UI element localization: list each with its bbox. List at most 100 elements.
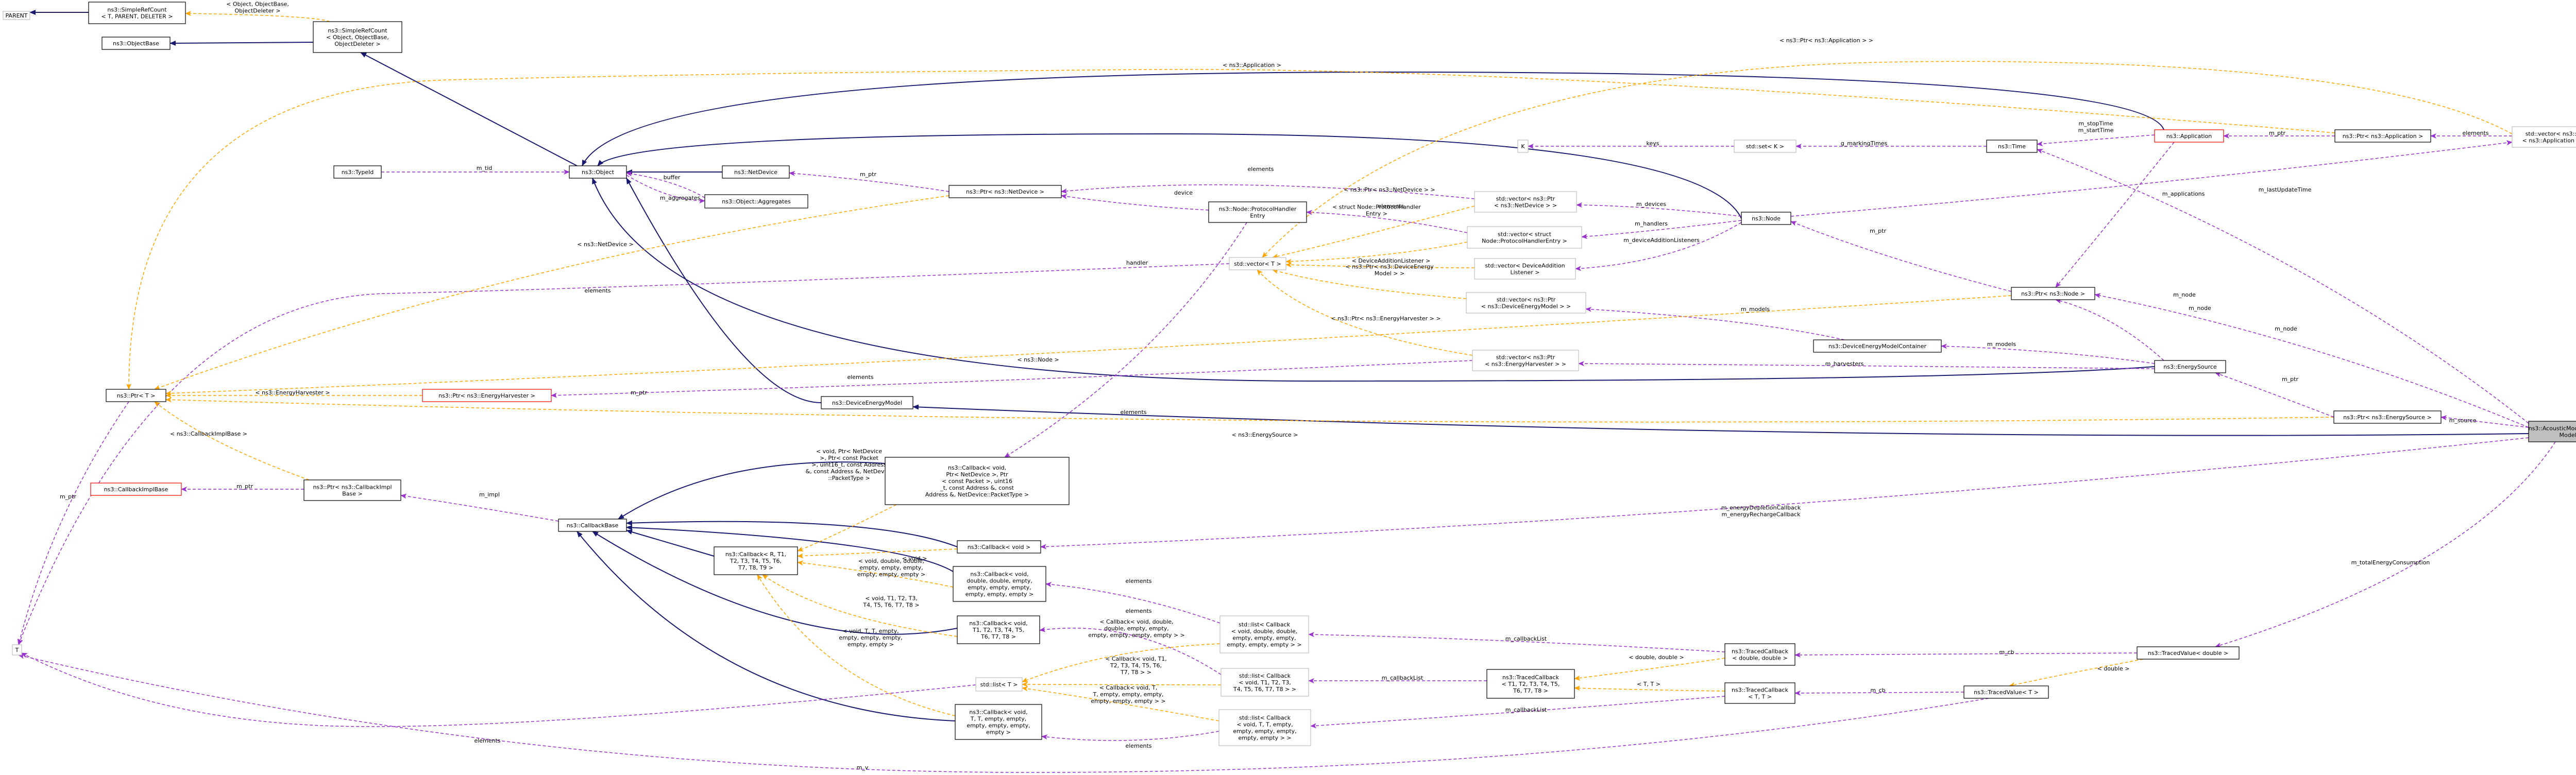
edge-label-line: m_ptr	[631, 389, 648, 396]
class-node-callbackbase[interactable]: ns3::CallbackBase	[558, 519, 627, 532]
class-node-callbackimplbase[interactable]: ns3::CallbackImplBase	[90, 483, 182, 496]
class-node-list-callback-tt[interactable]: std::list< Callback< void, T, T, empty,e…	[1218, 709, 1311, 746]
edge-label-line: T2, T3, T4, T5, T6,	[1110, 662, 1162, 669]
edge-label-elements-listbottom: elements	[474, 737, 500, 744]
class-node-box	[821, 396, 913, 409]
usage-edge-vector_ptr_netdevice-to-ptr_netdevice	[1061, 184, 1475, 199]
class-node-label: empty >	[986, 729, 1011, 736]
class-node-k[interactable]: K	[1517, 140, 1529, 153]
class-node-label: ns3::Ptr< T >	[117, 392, 156, 399]
usage-edge-tracedcallback_double-to-list_callback_double	[1308, 632, 1725, 652]
class-node-label: std::vector< struct	[1498, 231, 1552, 238]
edge-label-aggregates: m_aggregates	[660, 195, 701, 201]
usage-edge-ptr_energysource-to-energysource	[2215, 372, 2334, 418]
class-node-box	[704, 194, 808, 209]
class-node-label: ns3::Ptr< ns3::CallbackImpl	[313, 484, 392, 491]
class-node-acousticmodemenergymodel[interactable]: ns3::AcousticModemEnergyModel	[2528, 421, 2576, 442]
class-node-label: Listener >	[1511, 269, 1540, 276]
class-node-label: ns3::CallbackImplBase	[104, 486, 168, 493]
class-node-vector-ptr-deviceenergymodel[interactable]: std::vector< ns3::Ptr< ns3::DeviceEnergy…	[1466, 292, 1586, 314]
class-node-callback-double[interactable]: ns3::Callback< void,double, double, empt…	[953, 566, 1046, 602]
class-node-t[interactable]: T	[12, 644, 22, 656]
class-node-application[interactable]: ns3::Application	[2154, 129, 2224, 143]
class-node-callback-protocolhandler[interactable]: ns3::Callback< void,Ptr< NetDevice >, Pt…	[885, 457, 1070, 505]
class-node-vector-ptr-netdevice[interactable]: std::vector< ns3::Ptr< ns3::NetDevice > …	[1474, 191, 1577, 213]
class-node-vector-ptr-application[interactable]: std::vector< ns3::Ptr< ns3::Application …	[2512, 126, 2576, 148]
class-node-deviceenergymodel[interactable]: ns3::DeviceEnergyModel	[821, 396, 913, 409]
class-node-callback-tt[interactable]: ns3::Callback< void,T, T, empty, empty,e…	[955, 704, 1042, 740]
class-node-label: ns3::Node	[1752, 215, 1781, 222]
class-node-vector-t[interactable]: std::vector< T >	[1229, 257, 1286, 270]
class-node-node[interactable]: ns3::Node	[1741, 212, 1791, 225]
class-node-label: ns3::Object::Aggregates	[722, 198, 791, 205]
class-node-aggregates[interactable]: ns3::Object::Aggregates	[704, 194, 808, 209]
usage-edge-tracedvalue_t-to-tracedcallback_tt	[1794, 690, 1964, 696]
usage-edge-acousticmodemenergymodel-to-tracedvalue_double	[2215, 441, 2556, 648]
edge-label-line: < ns3::EnergyHarvester >	[255, 389, 330, 396]
class-node-tracedcallback-double[interactable]: ns3::TracedCallback< double, double >	[1724, 643, 1795, 666]
class-node-tracedcallback-tt[interactable]: ns3::TracedCallback< T, T >	[1724, 682, 1795, 704]
class-node-parent[interactable]: PARENT	[3, 11, 30, 20]
class-node-box	[333, 165, 382, 179]
class-node-label: std::vector< DeviceAddition	[1485, 263, 1565, 269]
class-node-ptr-callbackimplbase[interactable]: ns3::Ptr< ns3::CallbackImplBase >	[303, 479, 401, 501]
class-node-ptr-energysource[interactable]: ns3::Ptr< ns3::EnergySource >	[2333, 410, 2442, 424]
class-node-label: empty, empty, empty > >	[1227, 642, 1301, 648]
class-node-time[interactable]: ns3::Time	[1986, 140, 2038, 153]
class-node-box	[2334, 129, 2431, 143]
class-node-label: ns3::Time	[1998, 143, 2026, 150]
edge-label-struct-phe: < struct Node::ProtocolHandlerEntry >	[1332, 204, 1421, 217]
edges-layer	[17, 10, 2556, 773]
class-node-list-t[interactable]: std::list< T >	[975, 677, 1023, 692]
class-node-tracedvalue-double[interactable]: ns3::TracedValue< double >	[2137, 646, 2240, 660]
class-node-label: < void, double, double,	[1231, 628, 1297, 635]
class-node-tracedvalue-t[interactable]: ns3::TracedValue< T >	[1963, 685, 2049, 699]
class-node-netdevice[interactable]: ns3::NetDevice	[722, 165, 790, 179]
class-node-label: < double, double >	[1732, 655, 1787, 662]
class-node-label: ns3::Callback< void,	[948, 464, 1006, 471]
edge-label-m-v: m_v	[857, 764, 869, 771]
class-node-list-callback-t1t8[interactable]: std::list< Callback< void, T1, T2, T3,T4…	[1221, 668, 1309, 697]
class-node-ptr-t[interactable]: ns3::Ptr< T >	[106, 389, 166, 402]
class-node-tracedcallback-tpl[interactable]: ns3::TracedCallback< T1, T2, T3, T4, T5,…	[1486, 669, 1575, 699]
usage-edge-tracedcallback_tt-to-list_callback_tt	[1310, 696, 1725, 729]
class-node-deviceenergymodelcontainer[interactable]: ns3::DeviceEnergyModelContainer	[1813, 339, 1942, 353]
class-node-typeid[interactable]: ns3::TypeId	[333, 165, 382, 179]
class-node-label: T6, T7, T8 >	[1513, 687, 1548, 694]
class-node-list-callback-double[interactable]: std::list< Callback< void, double, doubl…	[1219, 615, 1309, 653]
class-node-box	[2011, 287, 2095, 300]
class-node-set-k[interactable]: std::set< K >	[1734, 140, 1797, 153]
class-node-vector-deviceadditionlistener[interactable]: std::vector< DeviceAdditionListener >	[1474, 258, 1576, 280]
class-node-protocolhandlerentry[interactable]: ns3::Node::ProtocolHandlerEntry	[1208, 201, 1307, 223]
class-node-objectbase[interactable]: ns3::ObjectBase	[101, 37, 171, 50]
edge-label-line: < Object, ObjectBase,	[226, 1, 289, 8]
class-node-ptr-application[interactable]: ns3::Ptr< ns3::Application >	[2334, 129, 2431, 143]
class-node-label: ns3::Ptr< ns3::Node >	[2021, 290, 2085, 297]
edge-label-line: m_devices	[1636, 201, 1666, 208]
usage-edge-list_callback_t1t8-to-callback_t1t8	[1039, 627, 1222, 675]
edge-label-source: m_source	[2449, 417, 2477, 424]
class-node-vector-protocolhandlerentry[interactable]: std::vector< structNode::ProtocolHandler…	[1467, 226, 1582, 249]
template-edge-simplerefcount_obj-to-simplerefcount_t	[185, 11, 330, 22]
class-node-callback-void[interactable]: ns3::Callback< void >	[957, 540, 1041, 554]
class-node-callback-t1t8[interactable]: ns3::Callback< void,T1, T2, T3, T4, T5,T…	[957, 615, 1040, 644]
class-node-ptr-node[interactable]: ns3::Ptr< ns3::Node >	[2011, 287, 2095, 300]
edge-label-line: m_energyRechargeCallback	[1722, 511, 1801, 518]
inheritance-edge-callback_double-to-callbackbase	[626, 525, 954, 572]
class-node-box	[1741, 212, 1791, 225]
class-node-object[interactable]: ns3::Object	[569, 165, 627, 179]
template-edge-tracedcallback_double-to-tracedcallback_tpl	[1574, 658, 1725, 681]
class-node-callback-tpl[interactable]: ns3::Callback< R, T1,T2, T3, T4, T5, T6,…	[714, 546, 798, 575]
class-node-energysource[interactable]: ns3::EnergySource	[2154, 360, 2226, 373]
class-node-ptr-netdevice[interactable]: ns3::Ptr< ns3::NetDevice >	[948, 185, 1062, 198]
template-edge-tracedvalue_double-to-tracedvalue_t	[2009, 659, 2144, 687]
class-node-vector-ptr-energyharvester[interactable]: std::vector< ns3::Ptr< ns3::EnergyHarves…	[1472, 350, 1579, 371]
edge-label-callbacklist2: m_callbackList	[1382, 675, 1423, 681]
template-edge-callback_t1t8-to-callback_tpl	[762, 574, 958, 637]
class-node-simplerefcount-obj[interactable]: ns3::SimpleRefCount< Object, ObjectBase,…	[313, 21, 402, 53]
class-node-simplerefcount-t[interactable]: ns3::SimpleRefCount< T, PARENT, DELETER …	[88, 2, 186, 24]
edge-label-line: g_markingTimes	[1841, 140, 1888, 147]
class-node-box	[101, 37, 171, 50]
class-node-ptr-energyharvester[interactable]: ns3::Ptr< ns3::EnergyHarvester >	[422, 389, 552, 402]
